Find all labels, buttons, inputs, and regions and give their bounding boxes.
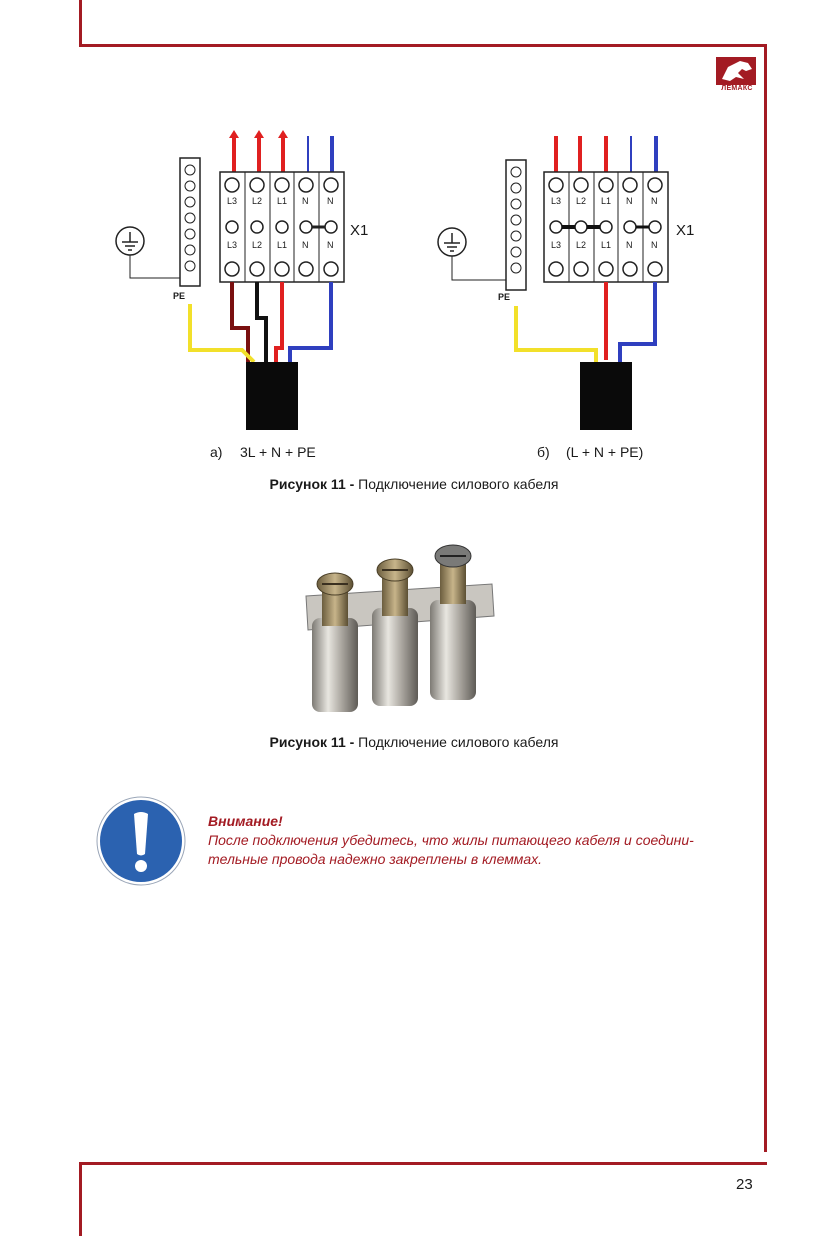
warning-line-1: После подключения убедитесь, что жилы пи… [208, 832, 694, 848]
block-label-b: X1 [676, 222, 695, 239]
figure-caption-1: Рисунок 11 - Подключение силового кабеля [0, 476, 828, 492]
terminal-a-bottom-1: L3 [227, 240, 238, 250]
brand-logo [716, 57, 756, 85]
terminal-b-top-4: N [626, 196, 633, 206]
figure-a-label: 3L + N + PE [240, 444, 316, 460]
terminal-b-bottom-3: L1 [601, 240, 612, 250]
page-number: 23 [736, 1176, 753, 1193]
terminal-b-top-3: L1 [601, 196, 612, 206]
terminal-a-top-3: L1 [277, 196, 288, 206]
terminal-a-top-4: N [302, 196, 309, 206]
frame-top-line [79, 44, 767, 47]
frame-right [764, 44, 767, 1152]
figure-caption-1-text: Подключение силового кабеля [354, 476, 559, 492]
terminal-a-bottom-3: L1 [277, 240, 288, 250]
block-label-a: X1 [350, 222, 369, 239]
pe-label-a: PE [173, 291, 186, 301]
terminal-a-bottom-4: N [302, 240, 309, 250]
figure-a-prefix: а) [210, 444, 223, 460]
brand-name: ЛЕМАКС [721, 85, 753, 92]
terminal-b-bottom-4: N [626, 240, 633, 250]
terminal-b-top-1: L3 [551, 196, 562, 206]
terminal-a-bottom-2: L2 [252, 240, 263, 250]
figure-b-prefix: б) [537, 444, 550, 460]
wiring-diagram-b [437, 136, 669, 430]
figure-caption-2: Рисунок 11 - Подключение силового кабеля [0, 734, 828, 750]
terminal-b-bottom-2: L2 [576, 240, 587, 250]
warning-block: Внимание! После подключения убедитесь, ч… [208, 812, 748, 869]
warning-title: Внимание! [208, 813, 283, 829]
warning-line-2: тельные провода надежно закреплены в кле… [208, 851, 543, 867]
figure-caption-1-bold: Рисунок 11 - [269, 476, 355, 492]
terminal-a-top-5: N [327, 196, 334, 206]
figure-b-label: (L + N + PE) [566, 444, 644, 460]
terminal-b-bottom-1: L3 [551, 240, 562, 250]
terminal-a-bottom-5: N [327, 240, 334, 250]
figure-caption-2-bold: Рисунок 11 - [269, 734, 355, 750]
terminal-b-bottom-5: N [651, 240, 658, 250]
wiring-diagram-a [115, 130, 345, 430]
terminal-b-top-5: N [651, 196, 658, 206]
terminal-b-top-2: L2 [576, 196, 587, 206]
frame-bottom-left [79, 1162, 82, 1236]
terminal-a-top-2: L2 [252, 196, 263, 206]
frame-bottom-line [79, 1162, 767, 1165]
terminal-connector-photo [305, 544, 495, 712]
figure-caption-2-text: Подключение силового кабеля [354, 734, 559, 750]
frame-top-left [79, 0, 82, 47]
exclamation-icon [96, 796, 186, 886]
terminal-a-top-1: L3 [227, 196, 238, 206]
pe-label-b: PE [498, 292, 511, 302]
